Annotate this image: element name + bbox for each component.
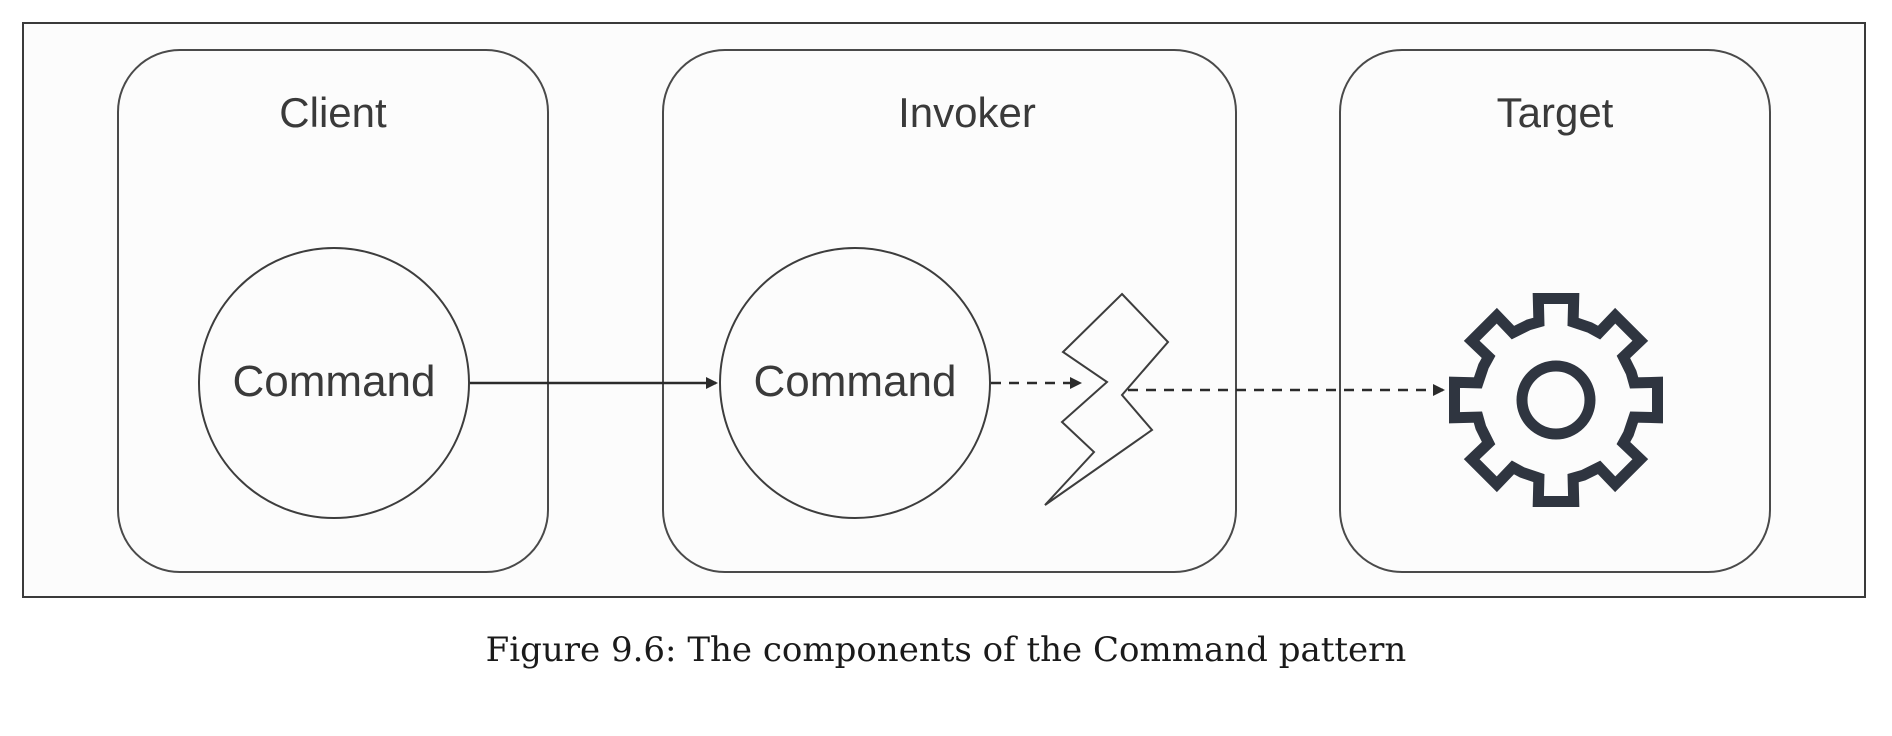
invoker-command-circle — [719, 247, 991, 519]
figure-caption: Figure 9.6: The components of the Comman… — [485, 630, 1407, 670]
invoker-command-label: Command — [754, 357, 957, 406]
target-panel — [1339, 49, 1771, 573]
gear-hub — [1516, 360, 1596, 440]
gear-icon — [1449, 293, 1663, 507]
invoker-panel-title: Invoker — [898, 89, 1036, 136]
client-panel-title: Client — [279, 89, 387, 136]
client-panel — [117, 49, 549, 573]
client-command-label: Command — [233, 357, 436, 406]
target-panel-title: Target — [1497, 89, 1614, 136]
invoker-panel — [662, 49, 1237, 573]
gear-outline — [1449, 293, 1663, 507]
client-command-circle — [198, 247, 470, 519]
lightning-bolt-icon — [1044, 292, 1170, 506]
